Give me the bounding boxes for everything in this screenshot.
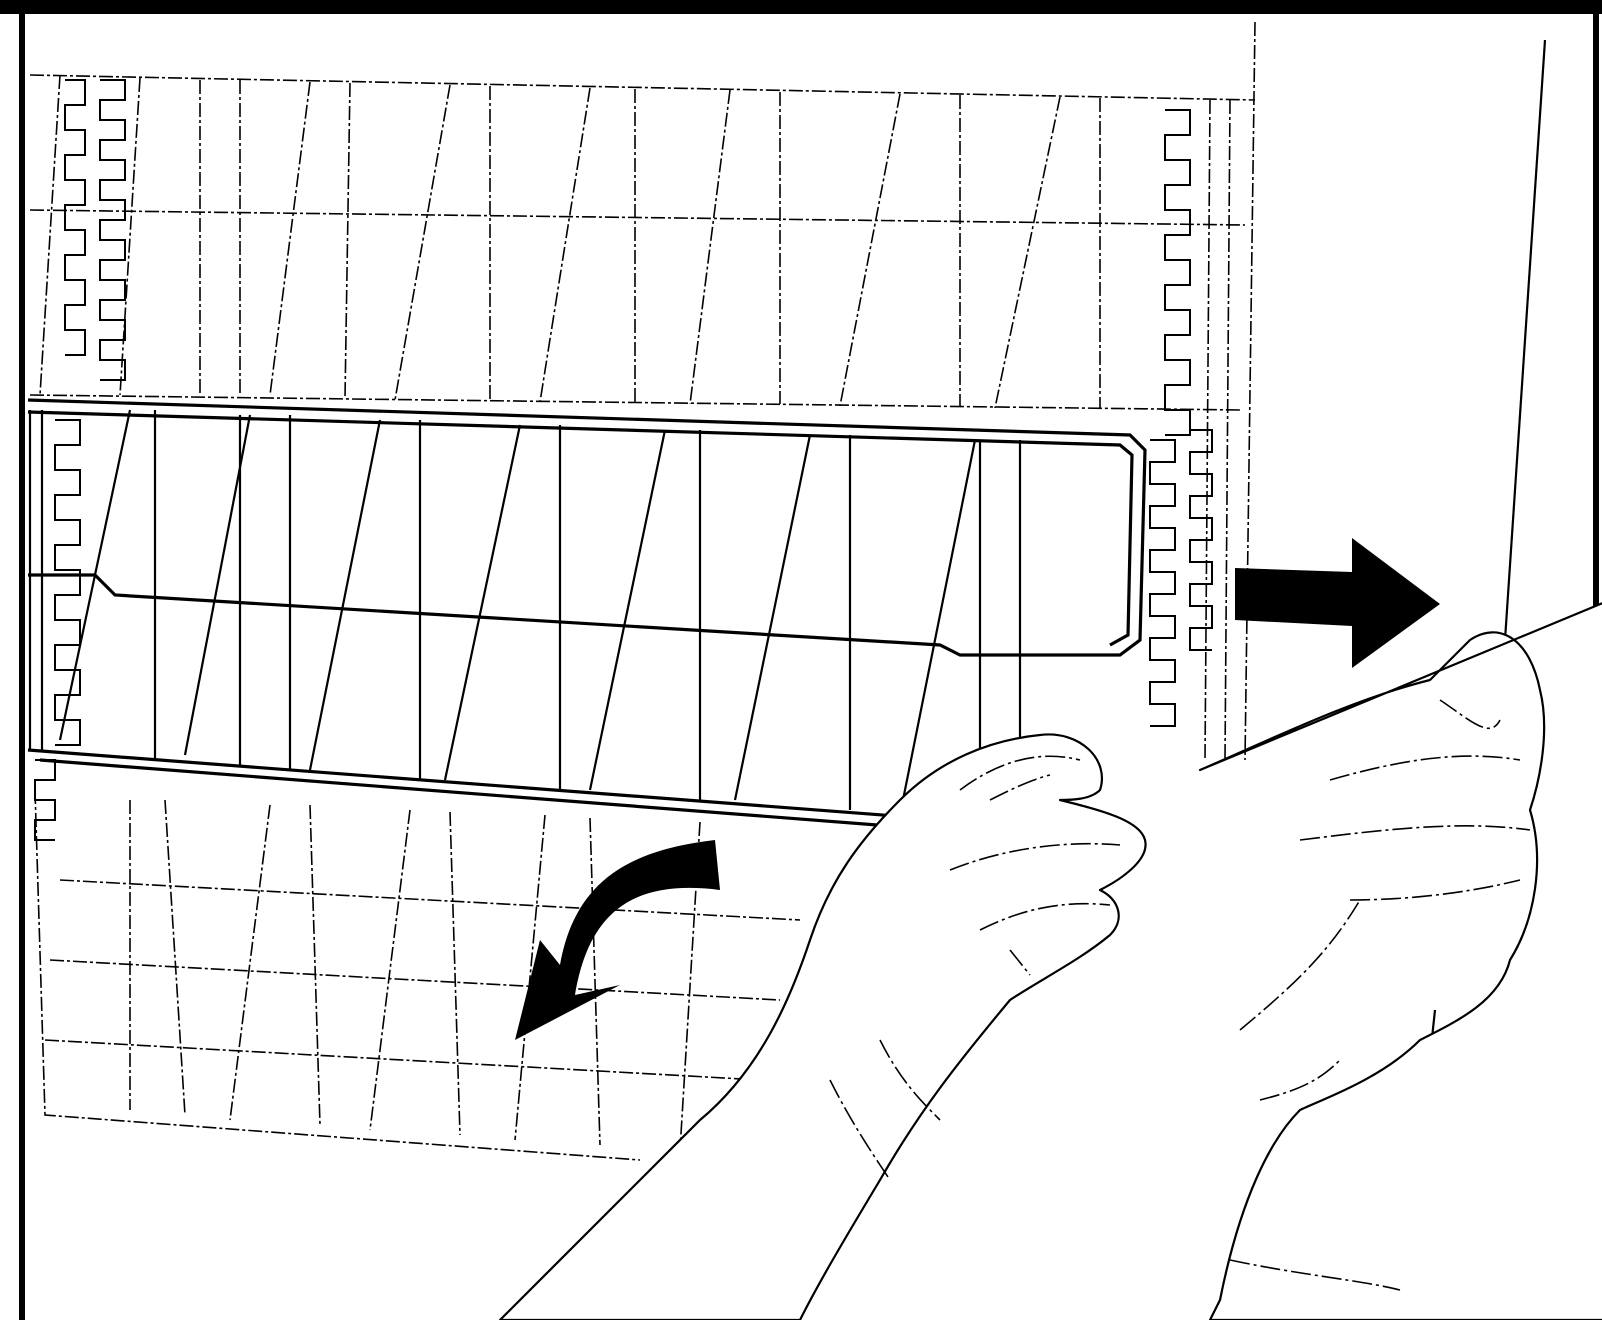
right-hand <box>1200 600 1602 1320</box>
right-arrow-icon <box>1235 538 1440 668</box>
back-wall-grid <box>30 22 1255 760</box>
left-rack-teeth <box>35 80 125 840</box>
right-rack-teeth <box>1150 110 1212 726</box>
